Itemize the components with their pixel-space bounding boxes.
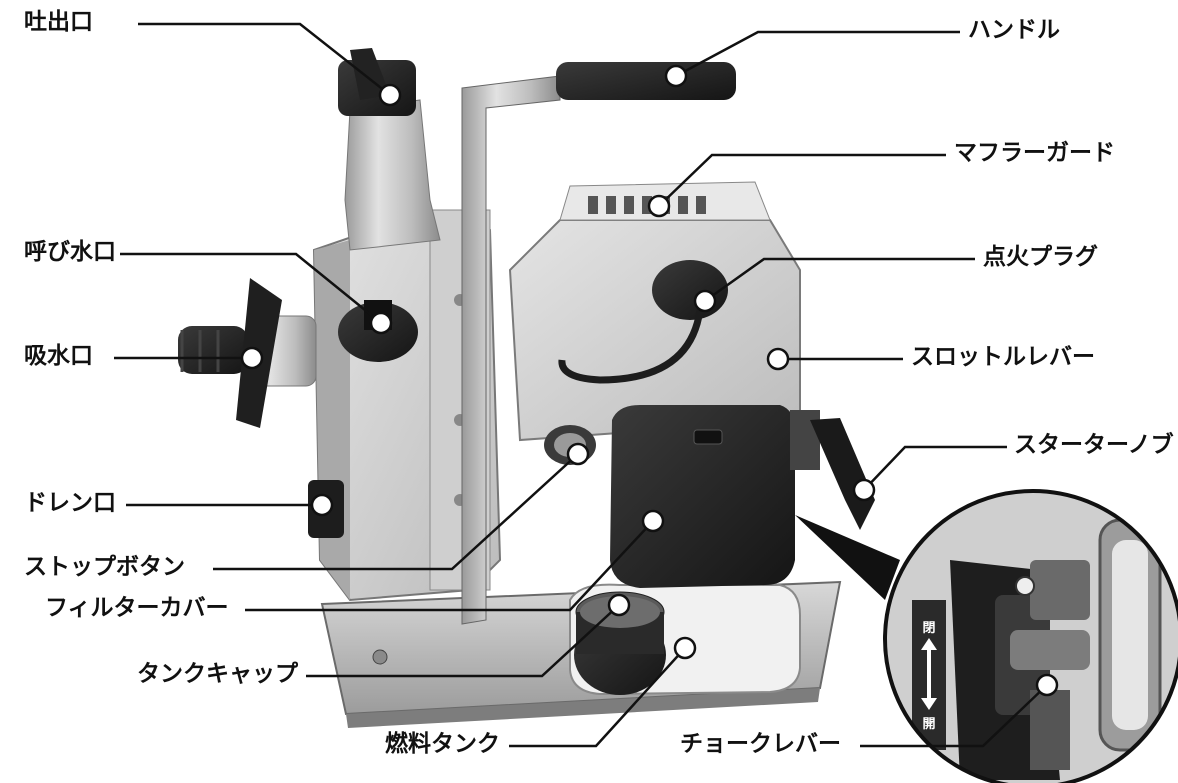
marker-inlet — [240, 346, 264, 370]
engine-housing — [508, 181, 801, 442]
marker-tank-cap — [607, 593, 631, 617]
label-handle: ハンドル — [968, 17, 1060, 43]
marker-spark-plug — [693, 289, 717, 313]
inset-open-text: 開 — [922, 717, 935, 732]
label-choke-lever: チョークレバー — [680, 731, 841, 757]
label-priming-port: 呼び水口 — [24, 239, 116, 265]
label-outlet: 吐出口 — [24, 9, 93, 35]
label-spark-plug: 点火プラグ — [983, 244, 1098, 270]
filter-cover-body — [610, 405, 795, 588]
label-filter-cover: フィルターカバー — [45, 595, 229, 621]
marker-priming — [369, 311, 393, 335]
leader-lines — [114, 22, 1048, 748]
label-stop-button: ストップボタン — [24, 554, 185, 580]
starter-knob — [790, 410, 875, 530]
leader-filter — [245, 520, 654, 612]
label-fuel-tank: 燃料タンク — [385, 731, 500, 757]
label-muffler-guard: マフラーガード — [954, 140, 1115, 166]
marker-filter — [641, 509, 665, 533]
leader-starter — [863, 445, 1007, 491]
leader-muffler-guard — [658, 153, 946, 207]
label-drain: ドレン口 — [24, 490, 116, 516]
marker-starter — [852, 478, 876, 502]
leader-tank-cap — [306, 604, 620, 678]
marker-fuel-tank — [673, 636, 697, 660]
inset-pointer — [795, 515, 900, 600]
handle-body — [461, 62, 736, 625]
label-throttle-lever: スロットルレバー — [911, 344, 1095, 370]
marker-muffler-guard — [647, 194, 671, 218]
label-tank-cap: タンクキャップ — [137, 661, 298, 687]
outlet-pipe — [338, 48, 441, 251]
marker-drain — [310, 493, 334, 517]
marker-outlet — [378, 83, 402, 107]
leader-spark-plug — [704, 257, 975, 303]
marker-handle — [664, 64, 688, 88]
leader-handle — [675, 30, 960, 78]
leader-stop — [213, 453, 579, 571]
leader-priming — [120, 252, 382, 324]
label-inlet: 吸水口 — [24, 343, 93, 369]
label-starter-knob: スターターノブ — [1014, 432, 1174, 458]
inset-close-text: 閉 — [922, 621, 935, 636]
leader-outlet — [138, 22, 391, 96]
leader-choke — [860, 684, 1048, 748]
choke-inset: 閉 開 — [883, 489, 1178, 783]
leader-fuel-tank — [509, 647, 686, 748]
marker-dots — [240, 64, 1059, 697]
marker-throttle — [766, 347, 790, 371]
marker-stop — [566, 442, 590, 466]
marker-choke — [1035, 673, 1059, 697]
